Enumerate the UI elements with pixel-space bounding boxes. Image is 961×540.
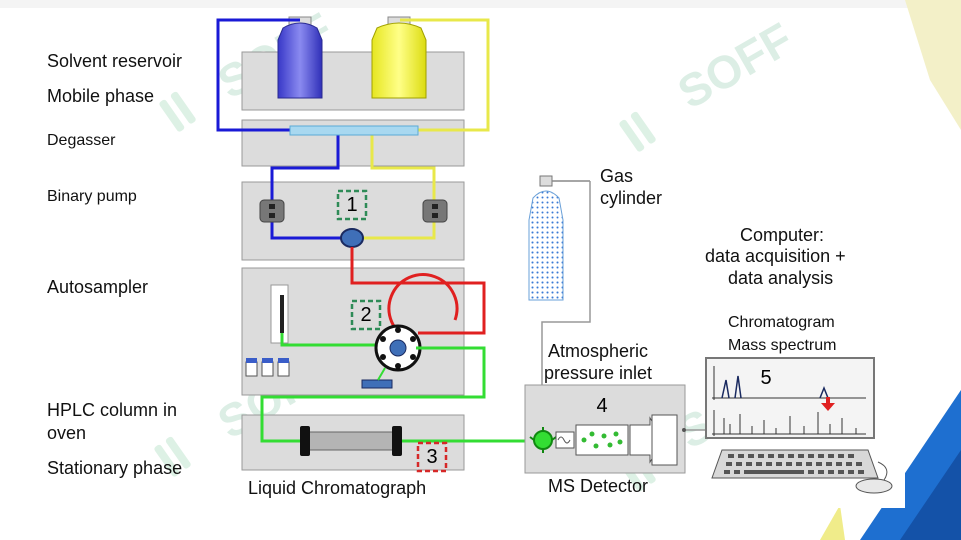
step-3-box — [416, 441, 448, 473]
step-1-box — [336, 189, 368, 221]
pump-head-right — [422, 199, 448, 223]
step-2-number: 2 — [360, 304, 372, 326]
chromatogram-plot — [712, 366, 866, 400]
gas-cylinder — [528, 175, 590, 301]
label-solvent-reservoir: Solvent reservoir — [47, 51, 183, 71]
hplc-column — [300, 426, 402, 456]
yellow-solvent-bottle — [371, 16, 427, 99]
injection-valve — [374, 324, 422, 372]
step-5-number: 5 — [760, 367, 772, 389]
reservoir-tray — [241, 51, 465, 111]
computer-keyboard — [711, 449, 879, 479]
yellow-pump-line — [362, 133, 436, 240]
label-liquid-chromatograph: Liquid Chromatograph — [248, 478, 427, 498]
green-flow-line — [260, 346, 486, 443]
label-stationary-phase: Stationary phase — [47, 458, 183, 478]
degasser-bar — [289, 125, 419, 136]
computer-mouse — [855, 478, 893, 494]
watermark-marks — [154, 91, 656, 492]
label-api-line2: pressure inlet — [544, 363, 653, 383]
sample-vials — [245, 358, 290, 377]
ion-source — [529, 427, 557, 453]
label-api-line1: Atmospheric — [548, 341, 649, 361]
label-binary-pump: Binary pump — [47, 188, 137, 205]
degasser-module — [241, 119, 465, 167]
step-1-number: 1 — [346, 194, 358, 216]
label-hplc-column-line1: HPLC column in — [47, 400, 178, 420]
pump-head-left — [259, 199, 285, 223]
step-3-number: 3 — [426, 446, 438, 468]
waste-line — [377, 367, 386, 381]
ion-detector — [651, 414, 678, 466]
label-computer-line3: data analysis — [728, 268, 834, 288]
label-ms-detector: MS Detector — [548, 476, 649, 496]
ion-dots — [581, 431, 623, 449]
sample-needle — [280, 295, 284, 333]
yellow-solvent-line — [400, 18, 490, 132]
mass-spectrum-plot — [712, 410, 866, 436]
spectrum-pointer-icon — [821, 397, 835, 411]
step-2-box — [350, 299, 382, 331]
sample-loop — [387, 273, 459, 342]
label-computer-line2: data acquisition + — [705, 246, 846, 266]
label-gas-cylinder-line1: Gas — [600, 166, 634, 186]
label-computer-line1: Computer: — [740, 225, 825, 245]
sample-needle-housing — [270, 284, 289, 344]
label-degasser: Degasser — [47, 132, 116, 149]
mixer — [340, 228, 364, 248]
ion-optics — [555, 431, 575, 449]
label-chromatogram: Chromatogram — [728, 314, 835, 331]
blue-solvent-line — [216, 18, 300, 132]
blue-pump-line — [270, 133, 342, 240]
mouse-cable — [877, 461, 888, 481]
gas-line — [541, 181, 591, 425]
label-gas-cylinder-line2: cylinder — [600, 188, 663, 208]
needle-line — [280, 333, 382, 347]
blue-solvent-bottle — [277, 16, 323, 99]
label-autosampler: Autosampler — [47, 277, 149, 297]
label-mobile-phase: Mobile phase — [47, 86, 155, 106]
waste-port — [361, 379, 393, 389]
red-flow-line — [350, 247, 486, 335]
label-mass-spectrum: Mass spectrum — [728, 337, 837, 354]
label-hplc-column-line2: oven — [47, 423, 87, 443]
step-4-number: 4 — [596, 395, 608, 417]
